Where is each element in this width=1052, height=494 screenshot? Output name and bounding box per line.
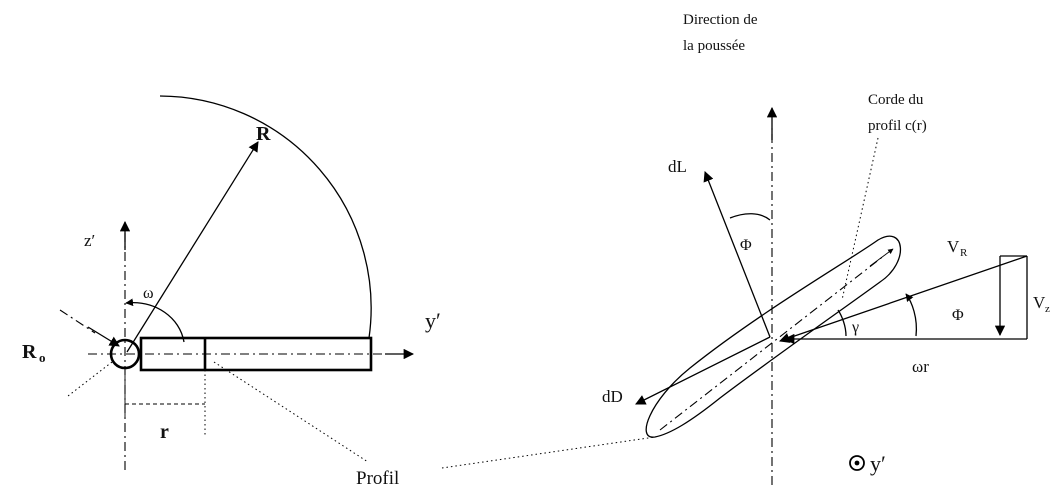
corde-leader	[841, 137, 879, 301]
profil-callout: Profil	[213, 361, 656, 489]
label-y-prime: y′	[425, 308, 441, 333]
label-direction-line1: Direction de	[683, 12, 758, 28]
airfoil-outline	[645, 235, 902, 438]
label-phi-right: Φ	[952, 307, 964, 324]
label-omega-r: ωr	[912, 357, 929, 376]
label-phi-top: Φ	[740, 237, 752, 254]
dl-vector	[703, 171, 771, 338]
label-z-prime: z′	[84, 231, 95, 250]
label-R0: R	[22, 341, 37, 363]
label-omega: ω	[143, 285, 154, 302]
out-of-page-dot	[854, 460, 860, 466]
label-dD: dD	[602, 387, 623, 406]
phi-right-arc	[905, 293, 918, 337]
rotor-plan-view: R ω z′ y′ R o r	[22, 95, 441, 470]
r0-arrow	[87, 326, 120, 347]
out-of-page-circle	[849, 455, 865, 471]
hub-circle	[109, 338, 141, 370]
label-R: R	[256, 123, 271, 145]
label-VR-sub: R	[960, 247, 968, 259]
profil-leader-left	[213, 361, 369, 463]
label-profil: Profil	[356, 468, 399, 489]
r0-leader-line	[59, 309, 96, 334]
label-gamma: γ	[851, 319, 859, 336]
vr-vector	[779, 255, 1028, 343]
airfoil-force-diagram: Direction de la poussée Corde du profil …	[602, 12, 1050, 485]
profil-leader-right	[441, 436, 656, 469]
r0-dotted-tail	[67, 361, 113, 397]
label-VR: V	[947, 237, 960, 256]
phi-top-arc	[729, 213, 771, 221]
label-r: r	[160, 421, 169, 443]
dd-vector	[635, 336, 771, 405]
label-dL: dL	[668, 157, 687, 176]
label-Vz: V	[1033, 293, 1046, 312]
label-Vz-sub: z	[1045, 303, 1050, 315]
label-y-prime-out: y′	[870, 451, 886, 476]
omega-rotation-arrow	[125, 298, 185, 343]
label-R0-sub: o	[39, 350, 46, 365]
radius-vector	[126, 141, 259, 353]
chord-line-arrow	[869, 248, 894, 267]
blade-rectangle	[139, 336, 373, 372]
label-corde-line1: Corde du	[868, 92, 924, 108]
label-direction-line2: la poussée	[683, 38, 745, 54]
radius-arc	[159, 95, 372, 339]
gamma-arc	[837, 309, 847, 337]
label-corde-line2: profil c(r)	[868, 118, 927, 134]
